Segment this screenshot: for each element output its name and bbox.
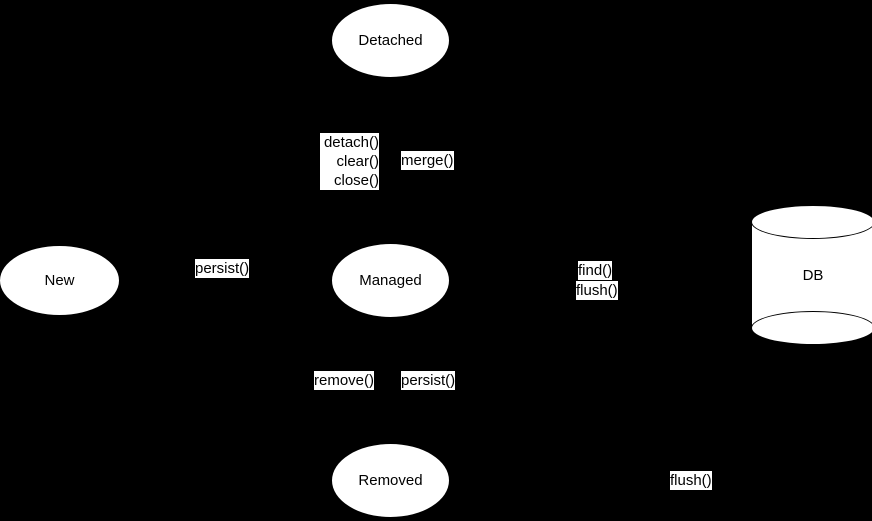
- edge-label-flush-removed-to-db: flush(): [670, 471, 712, 490]
- node-removed-label: Removed: [358, 472, 423, 489]
- db-cylinder-bottom: [751, 311, 872, 345]
- edge-label-flush-managed-to-db: flush(): [576, 281, 618, 300]
- edge-label-find: find(): [578, 261, 613, 280]
- edge-label-persist-removed-to-managed: persist(): [401, 371, 456, 390]
- node-managed[interactable]: Managed: [331, 243, 450, 318]
- node-detached[interactable]: Detached: [331, 3, 450, 78]
- edge-label-persist-new-to-managed: persist(): [195, 259, 250, 278]
- node-db[interactable]: DB: [751, 205, 872, 345]
- edge-label-merge: merge(): [401, 151, 454, 170]
- edge-label-remove: remove(): [314, 371, 375, 390]
- node-removed[interactable]: Removed: [331, 443, 450, 518]
- edge-label-detach-clear-close: detach() clear() close(): [320, 133, 379, 190]
- node-detached-label: Detached: [358, 32, 423, 49]
- node-db-label: DB: [802, 266, 824, 284]
- node-new-label: New: [44, 272, 75, 289]
- db-cylinder-top: [751, 205, 872, 239]
- node-managed-label: Managed: [359, 272, 422, 289]
- node-new[interactable]: New: [0, 245, 120, 316]
